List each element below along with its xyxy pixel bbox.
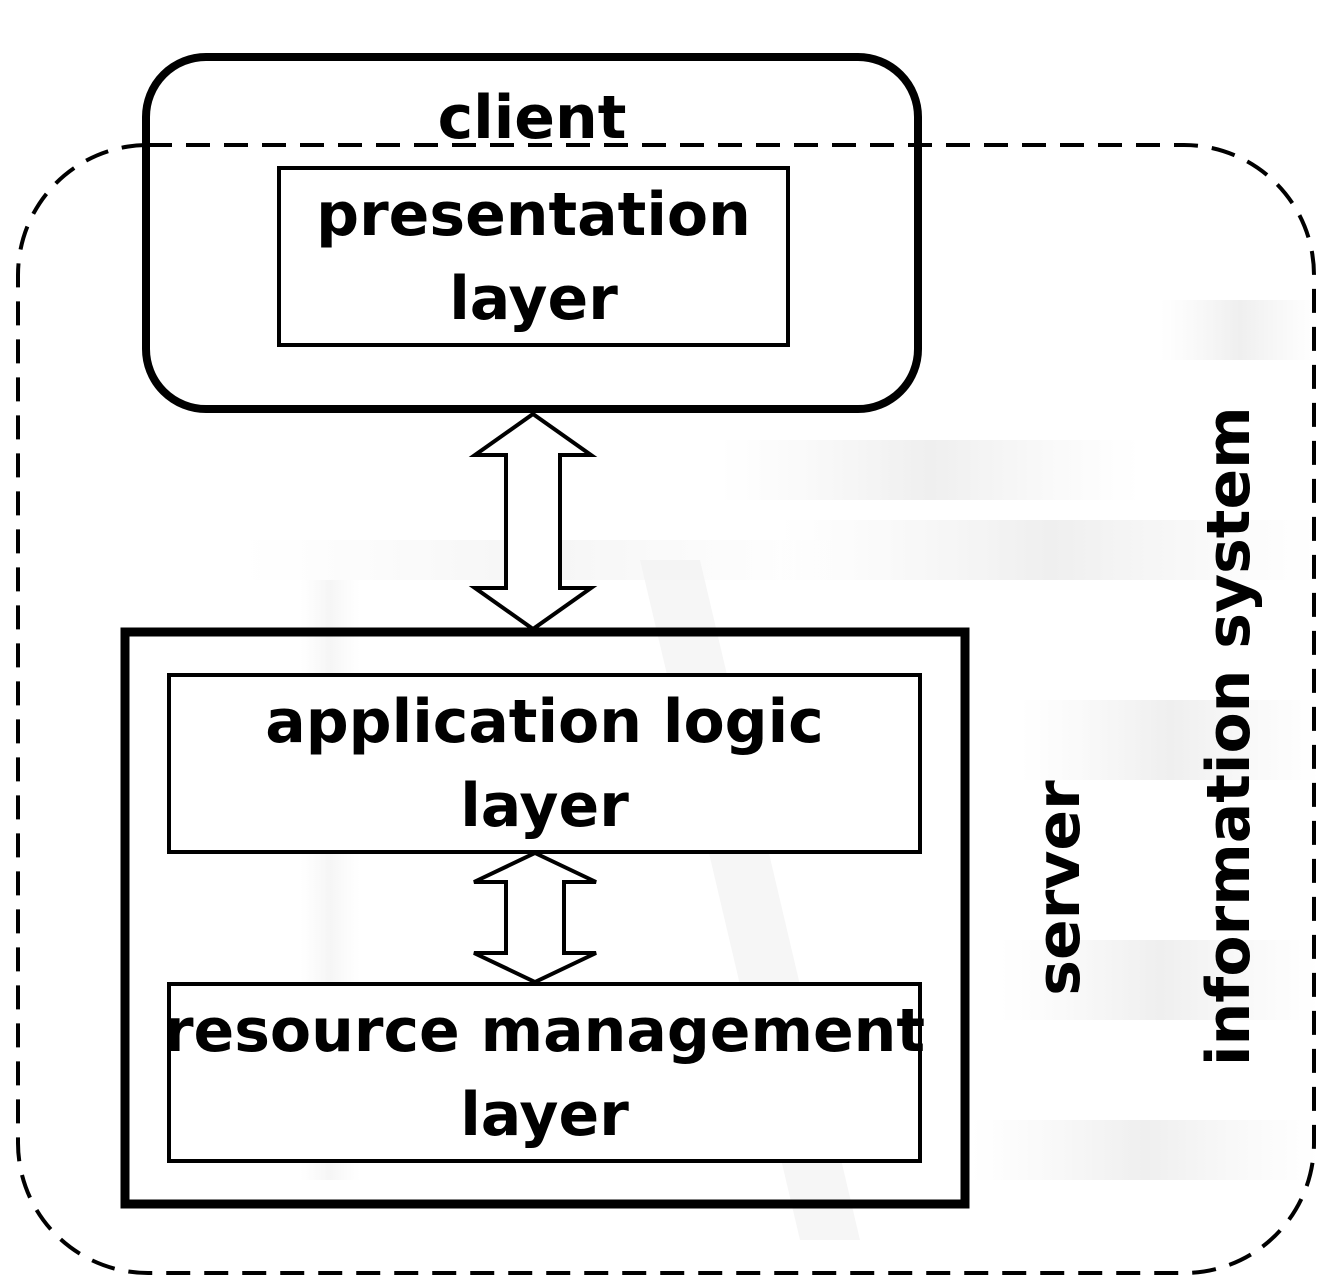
application-logic-line2: layer — [460, 770, 629, 841]
application-logic-layer-label: application logic layer — [171, 677, 918, 850]
information-system-boundary — [16, 143, 1316, 1275]
resource-management-line2: layer — [460, 1079, 629, 1150]
presentation-layer-label: presentation layer — [281, 170, 786, 343]
layer-double-arrow — [473, 850, 597, 985]
resource-management-line1: resource management — [163, 995, 926, 1066]
presentation-layer-box — [277, 166, 790, 347]
presentation-layer-line1: presentation — [316, 179, 751, 250]
resource-management-layer-box — [167, 982, 922, 1163]
server-label: server — [1024, 780, 1094, 996]
presentation-layer-line2: layer — [449, 263, 618, 334]
application-logic-layer-box — [167, 673, 922, 854]
resource-management-layer-label: resource management layer — [164, 986, 925, 1159]
client-server-double-arrow — [468, 411, 598, 632]
client-box — [142, 53, 922, 413]
server-box — [120, 627, 970, 1209]
application-logic-line1: application logic — [265, 686, 824, 757]
client-label: client — [437, 83, 627, 153]
information-system-label: information system — [1194, 406, 1264, 1066]
